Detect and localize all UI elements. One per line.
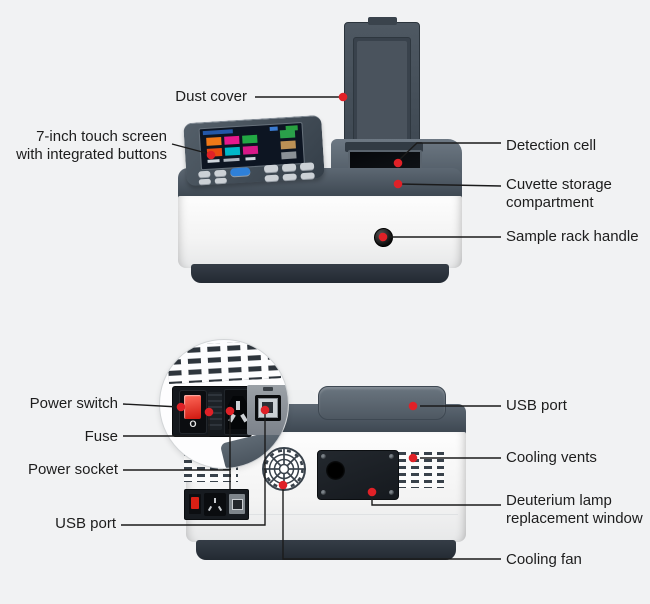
panel-button-enter — [230, 167, 251, 177]
power-switch-rocker — [184, 395, 201, 419]
label-text: USB port — [55, 515, 116, 532]
screw-icon — [389, 454, 394, 459]
power-switch: O — [179, 390, 207, 434]
socket-pin — [217, 505, 223, 512]
lamp-window-hole — [326, 461, 345, 480]
power-inlet-inset-circle: O — [159, 339, 289, 469]
screen-tile — [279, 129, 296, 139]
label-cuvette: Cuvette storage compartment — [506, 176, 612, 212]
socket-pin — [214, 498, 216, 503]
front-view — [0, 0, 650, 300]
label-text: Cooling vents — [506, 449, 597, 466]
usb-port-inner — [262, 402, 273, 413]
screen-tile — [224, 146, 241, 156]
label-usb-right: USB port — [506, 397, 567, 415]
usb-port — [255, 395, 281, 421]
panel-button — [300, 172, 315, 180]
label-cooling-vents: Cooling vents — [506, 449, 597, 467]
deuterium-lamp-window — [317, 450, 399, 500]
cell-hinge-rim — [345, 142, 423, 152]
usb-port-small-inner — [232, 499, 243, 510]
screen-statusbar-mark — [269, 126, 278, 131]
dust-cover-inner-panel — [357, 41, 407, 147]
panel-button — [214, 177, 227, 184]
dust-cover-rear — [318, 386, 446, 420]
socket-pin — [207, 505, 213, 512]
power-switch-off-marking: O — [189, 419, 197, 429]
label-text: compartment — [506, 194, 594, 211]
rear-base — [196, 540, 456, 560]
label-text: Deuterium lamp — [506, 492, 612, 509]
sample-rack-knob — [374, 228, 393, 247]
label-sample-rack: Sample rack handle — [506, 228, 639, 246]
dust-cover-lid — [344, 17, 420, 162]
panel-button — [263, 164, 279, 173]
screen-tile — [281, 151, 297, 160]
screen-tile — [280, 140, 296, 150]
screen-text-row — [207, 159, 220, 163]
power-switch-rocker — [191, 497, 199, 509]
control-panel — [183, 114, 325, 187]
power-socket-small — [204, 493, 226, 516]
dust-cover-tab — [368, 17, 397, 25]
label-text: USB port — [506, 397, 567, 414]
inset-vents — [167, 340, 281, 384]
screw-icon — [389, 490, 394, 495]
screen-tile — [242, 145, 259, 155]
screen-tile — [224, 135, 240, 145]
usb-port-metal — [258, 398, 278, 418]
panel-button — [198, 170, 211, 178]
label-detection-cell: Detection cell — [506, 137, 596, 155]
screen-tile — [206, 147, 223, 157]
panel-button — [281, 163, 297, 172]
label-text: Power switch — [29, 395, 118, 412]
fuse-holder — [208, 392, 222, 430]
label-text: Fuse — [84, 428, 118, 445]
label-text: with integrated buttons — [16, 146, 167, 163]
dust-cover-recess — [353, 37, 411, 151]
label-text: Cuvette storage — [506, 176, 612, 193]
label-text: replacement window — [506, 510, 643, 527]
inset-power-panel: O — [172, 386, 252, 437]
label-usb-left: USB port — [16, 515, 116, 533]
panel-button — [214, 169, 227, 177]
label-text: Dust cover — [175, 88, 247, 105]
screen-text-row — [223, 157, 240, 162]
screen-statusbar — [202, 129, 233, 136]
label-deuterium: Deuterium lamp replacement window — [506, 492, 643, 528]
label-power-socket: Power socket — [8, 461, 118, 479]
label-touch-screen: 7-inch touch screen with integrated butt… — [5, 128, 167, 164]
usb-port-small — [229, 494, 245, 514]
panel-button — [198, 178, 211, 185]
label-power-switch: Power switch — [18, 395, 118, 413]
label-text: Sample rack handle — [506, 228, 639, 245]
screen-tile — [206, 136, 222, 146]
usb-plate — [247, 385, 288, 435]
socket-pin — [236, 401, 240, 410]
label-cooling-fan: Cooling fan — [506, 551, 582, 569]
panel-button — [299, 162, 315, 171]
label-text: Cooling fan — [506, 551, 582, 568]
screen-tile — [242, 134, 258, 144]
power-switch-small — [189, 494, 201, 514]
label-text: Detection cell — [506, 137, 597, 154]
label-text: Power socket — [27, 461, 118, 478]
label-text: 7-inch touch screen — [36, 128, 167, 145]
power-inlet-module — [184, 489, 249, 520]
panel-button — [264, 174, 279, 182]
screw-icon — [321, 454, 326, 459]
front-body — [178, 196, 462, 268]
label-dust-cover: Dust cover — [147, 88, 247, 106]
label-fuse: Fuse — [18, 428, 118, 446]
screen-text-row — [245, 156, 256, 161]
usb-symbol-icon — [263, 387, 273, 391]
front-base — [191, 264, 449, 283]
panel-button — [282, 173, 297, 181]
screw-icon — [321, 490, 326, 495]
cooling-vents-right — [398, 450, 444, 488]
